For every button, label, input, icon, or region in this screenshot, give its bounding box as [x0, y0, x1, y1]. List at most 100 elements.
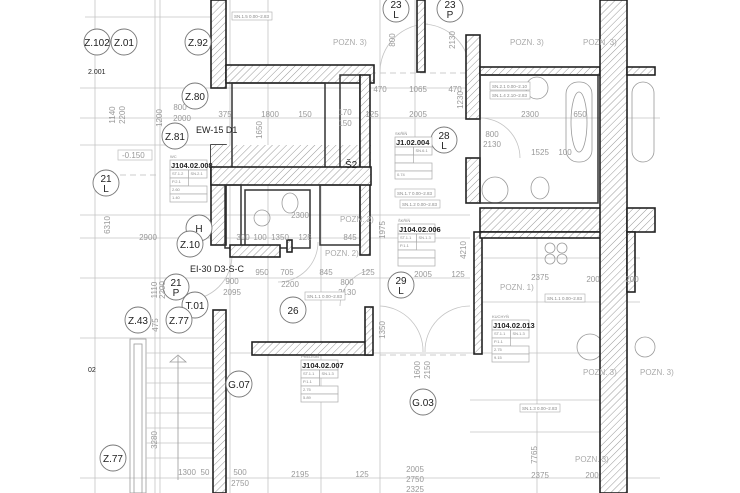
room-tag-code: J104.02.007 — [302, 361, 344, 370]
room-tag-cell: ST.1.1 — [494, 331, 506, 336]
room-tag-cell: P.2.1 — [172, 179, 182, 184]
room-tag-cell: 0.74 — [397, 172, 406, 177]
room-marker: Z.80 — [181, 82, 209, 110]
dimension-text: 2005 — [409, 110, 427, 119]
room-tag-name: PŘEDSÍŇ — [301, 354, 319, 359]
marker-circle — [387, 271, 415, 299]
marker-circle — [184, 28, 212, 56]
dimension-text: 200 — [586, 275, 600, 284]
room-tag-cell: 5.89 — [303, 395, 312, 400]
room-tag-cell: 1.40 — [172, 195, 181, 200]
marker-sub: L — [393, 10, 399, 21]
dimension-text: 6310 — [103, 216, 112, 234]
room-tag-cell: SN.6.1 — [416, 148, 429, 153]
room-tag-cell: SN.1.3 — [513, 331, 526, 336]
room-tag-code: J104.02.013 — [493, 321, 535, 330]
marker-sub: P — [447, 10, 454, 21]
room-marker: 28L — [430, 126, 458, 154]
room-tag-cell: SN.2.1 — [191, 171, 204, 176]
note-text: POZN. 3) — [333, 38, 367, 47]
note-text: POZN. 3) — [583, 38, 617, 47]
room-marker: 29L — [387, 271, 415, 299]
dimension-text: 2375 — [531, 471, 549, 480]
dimension-text: 1200 — [155, 109, 164, 127]
dimension-text: 900 — [225, 277, 239, 286]
room-tag-cell: SN.1.3 — [419, 235, 432, 240]
dimension-text: 2750 — [231, 479, 249, 488]
room-tag-cell: 9.15 — [494, 355, 503, 360]
room-tag-name: WC — [170, 154, 177, 159]
dimension-text: 1650 — [255, 121, 264, 139]
finish-note-text: SN.1.7 0.00–2.83 — [397, 191, 433, 196]
dimension-text: 1300 — [178, 468, 196, 477]
marker-id: Z.77 — [103, 454, 123, 465]
dimension-text: 2150 — [423, 361, 432, 379]
dimension-text: 2130 — [448, 31, 457, 49]
marker-id: Z.92 — [188, 38, 208, 49]
room-marker: Z.77 — [165, 306, 193, 334]
note-text: POZN. 2) — [340, 215, 374, 224]
dimension-text: 7765 — [530, 446, 539, 464]
marker-sub: L — [398, 286, 404, 297]
walls — [210, 0, 656, 493]
room-marker: 26 — [279, 296, 307, 324]
door-label-ew15: EW-15 D1 — [196, 125, 237, 135]
marker-id: Z.81 — [165, 132, 185, 143]
marker-circle — [436, 0, 464, 23]
note-texts: POZN. 3)POZN. 3)POZN. 2)POZN. 2)POZN. 1)… — [231, 11, 674, 464]
finish-note: SN.1.7 0.00–2.83 — [394, 188, 436, 198]
room-tag-name: ŠKŘÍŇ — [398, 218, 410, 223]
dimension-text: 2005 — [406, 465, 424, 474]
shaft-label: Š2 — [345, 158, 358, 171]
level-text: -0.150 — [122, 151, 145, 160]
room-tag-cell: ST.1.1 — [303, 371, 315, 376]
marker-circle — [176, 230, 204, 258]
dimension-text: 150 — [338, 119, 352, 128]
finish-note: SN.1.5 0.00–2.83 — [231, 11, 273, 21]
dimension-text: 1110 — [150, 281, 159, 298]
room-tag-cell: ST.1.1 — [400, 235, 412, 240]
marker-circle — [225, 370, 253, 398]
marker-circle — [181, 82, 209, 110]
note-text: POZN. 3) — [575, 455, 609, 464]
dimension-text: 2195 — [291, 470, 309, 479]
marker-circle — [99, 444, 127, 472]
marker-id: Z.77 — [169, 316, 189, 327]
marker-sub: L — [103, 184, 109, 195]
dimension-text: 845 — [343, 233, 357, 242]
finish-note: SN.1.1 0.00–2.83 — [544, 293, 586, 303]
dimension-text: 375 — [218, 110, 232, 119]
dimension-text: 800 — [173, 103, 187, 112]
room-tag-cell: SN.1.3 — [322, 371, 335, 376]
room-marker: 23L — [382, 0, 410, 23]
dimension-text: 470 — [373, 85, 387, 94]
dimension-text: 2000 — [173, 114, 191, 123]
marker-id: 23 — [444, 0, 456, 11]
room-marker: 23P — [436, 0, 464, 23]
dimension-text: 1525 — [531, 148, 549, 157]
dimension-text: 170 — [338, 108, 352, 117]
dimension-text: 950 — [255, 268, 269, 277]
dimension-text: 4210 — [459, 241, 468, 259]
marker-circle — [382, 0, 410, 23]
room-marker: G.07 — [225, 370, 253, 398]
room-marker: Z.10 — [176, 230, 204, 258]
dimension-text: 2375 — [531, 273, 549, 282]
room-marker: Z.92 — [184, 28, 212, 56]
dimension-text: 2095 — [223, 288, 241, 297]
dimension-text: 2005 — [414, 270, 432, 279]
marker-circle — [409, 388, 437, 416]
room-marker: Z.81 — [161, 122, 189, 150]
dimension-text: 125 — [355, 470, 369, 479]
dimension-text: 800 — [485, 130, 499, 139]
dimension-text: 125 — [451, 270, 465, 279]
dimension-text: 2200 — [158, 281, 167, 299]
marker-circle — [279, 296, 307, 324]
dimension-text: 2200 — [118, 106, 127, 124]
dimension-text: 475 — [151, 318, 160, 332]
room-tag-cell: ST.1.2 — [172, 171, 184, 176]
